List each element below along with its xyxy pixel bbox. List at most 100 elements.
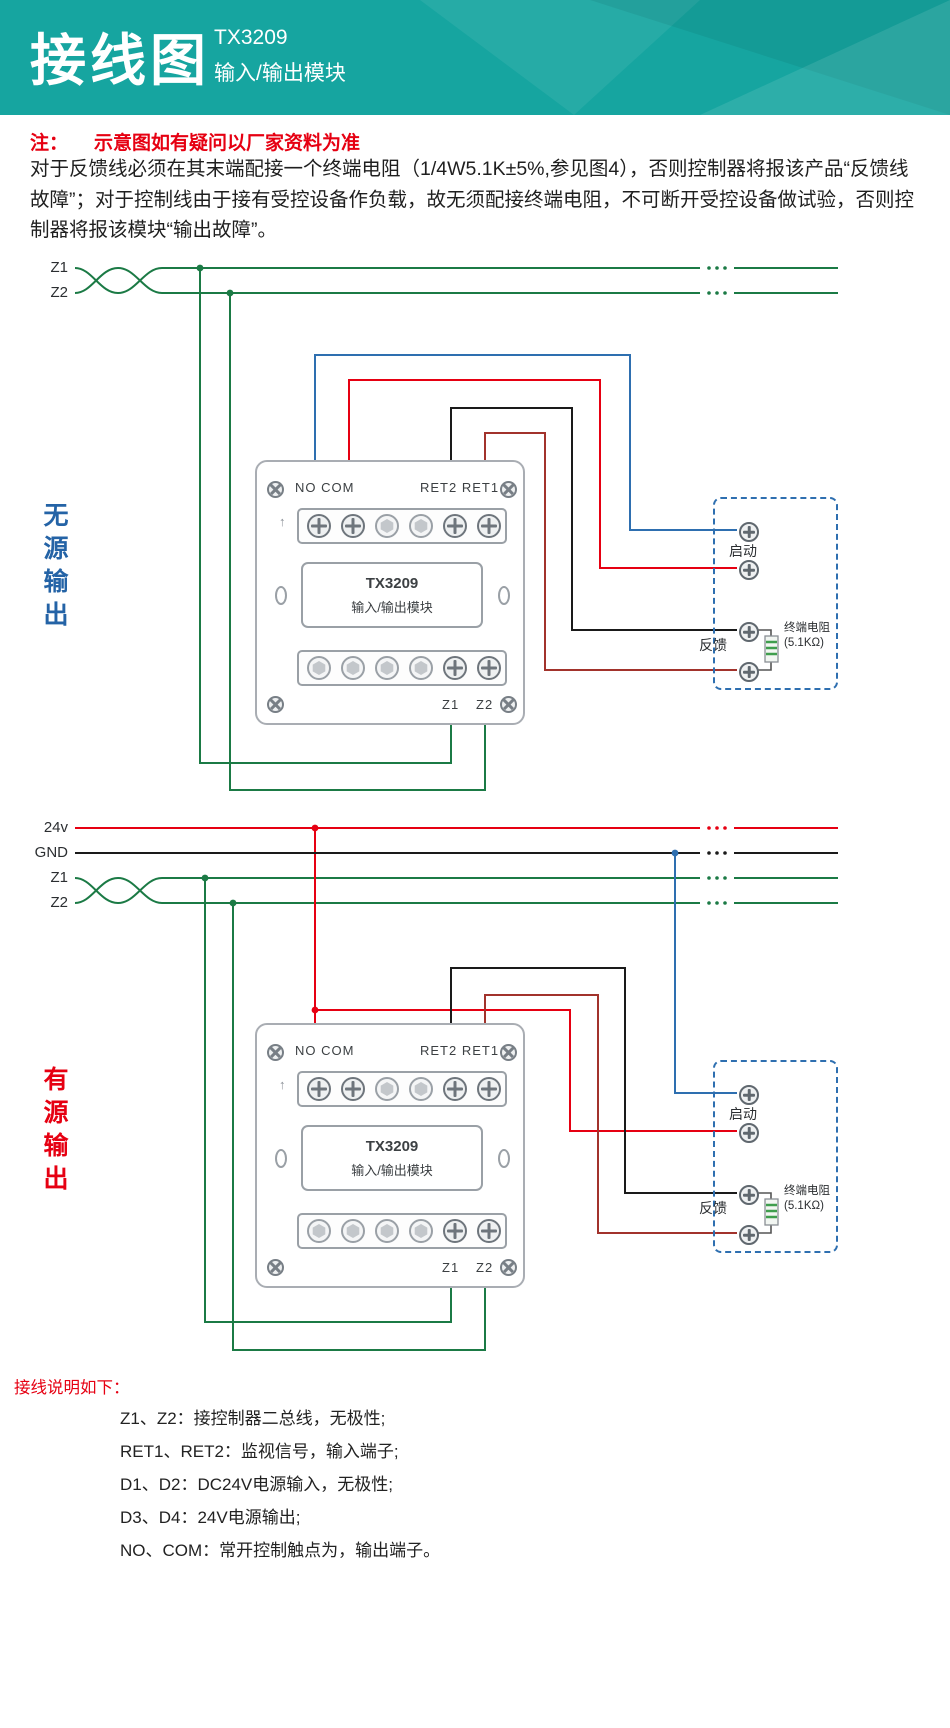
hex-terminal (375, 656, 399, 680)
bus-label-z1-s1: Z1 (50, 259, 68, 276)
terminal-z2 (477, 656, 501, 680)
corner-screw-icon (267, 696, 284, 713)
hex-terminal (307, 656, 331, 680)
wire-z1-to-module1 (199, 268, 452, 764)
label-ret2-ret1: RET2 RET1 (420, 480, 500, 495)
mounting-hole (498, 586, 510, 605)
wire-z2-to-module1 (229, 293, 486, 791)
corner-screw-icon (267, 481, 284, 498)
label-z1: Z1 (442, 1260, 460, 1275)
module-nameplate: TX3209 输入/输出模块 (301, 1125, 483, 1191)
controlled-device-box-2: 启动 反馈 终端电阻 (5.1KΩ) (699, 1060, 838, 1253)
terminal-com (341, 1077, 365, 1101)
module-name: 输入/输出模块 (351, 1162, 433, 1178)
terminal-strip-bottom (297, 1213, 507, 1249)
start-terminal (739, 1085, 759, 1105)
blue-wires (314, 354, 737, 1094)
controlled-device-box-1: 启动 反馈 终端电阻 (5.1KΩ) (699, 497, 838, 690)
label-no-com: NO COM (295, 480, 355, 495)
resistor-name-label: 终端电阻 (784, 622, 830, 634)
terminal-ret2 (443, 1077, 467, 1101)
label-z2: Z2 (476, 1260, 494, 1275)
start-terminal (739, 560, 759, 580)
corner-screw-icon (267, 1259, 284, 1276)
wire-black-module2-to-feedback (450, 967, 737, 1194)
feedback-terminal (739, 622, 759, 642)
terminal-strip-bottom (297, 650, 507, 686)
hex-terminal (375, 514, 399, 538)
terminal-strip-top (297, 1071, 507, 1107)
start-terminal (739, 1123, 759, 1143)
legend-item: D1、D2：DC24V电源输入，无极性; (120, 1475, 393, 1494)
hex-terminal (375, 1077, 399, 1101)
terminal-ret1 (477, 1077, 501, 1101)
resistor-value-label: (5.1KΩ) (784, 637, 824, 649)
legend-title: 接线说明如下： (14, 1379, 130, 1397)
bus-label-z2-s2: Z2 (50, 894, 68, 911)
module-model: TX3209 (365, 1137, 419, 1155)
start-terminal (739, 522, 759, 542)
mounting-hole (275, 1149, 287, 1168)
hex-terminal (341, 656, 365, 680)
corner-screw-icon (500, 1044, 517, 1061)
legend-list: Z1、Z2：接控制器二总线，无极性; RET1、RET2：监视信号，输入端子; … (120, 1402, 440, 1567)
green-bus-wires (74, 266, 838, 1351)
terminal-ret1 (477, 514, 501, 538)
intro-paragraph: 对于反馈线必须在其末端配接一个终端电阻（1/4W5.1K±5%,参见图4），否则… (30, 158, 914, 241)
page-title: 接线图 (30, 29, 210, 92)
hex-terminal (409, 1077, 433, 1101)
wire-z2-to-module2 (232, 903, 486, 1351)
wire-red-branch-to-start2 (315, 1009, 737, 1132)
bus-z1-section2 (74, 877, 838, 905)
terminal-resistor-2 (757, 1192, 779, 1234)
module-name: 输入/输出模块 (351, 599, 433, 615)
wire-darkred-module1-to-feedback (484, 432, 737, 671)
wire-z1-to-module2 (204, 878, 452, 1323)
terminal-ret2 (443, 514, 467, 538)
black-wires (75, 407, 838, 1194)
corner-screw-icon (500, 696, 517, 713)
terminal-resistor-1 (757, 629, 779, 671)
green-junction-dots (196, 264, 727, 907)
model-number: TX3209 (214, 26, 288, 49)
label-ret2-ret1: RET2 RET1 (420, 1043, 500, 1058)
legend-item: NO、COM：常开控制触点为，输出端子。 (120, 1541, 441, 1560)
corner-screw-icon (267, 1044, 284, 1061)
mounting-hole (498, 1149, 510, 1168)
section-label-passive-output: 无源输出 (40, 502, 68, 634)
note-text: 示意图如有疑问以厂家资料为准 (94, 133, 361, 154)
hex-terminal (307, 1219, 331, 1243)
bus-label-gnd: GND (34, 844, 68, 861)
resistor-name-label: 终端电阻 (784, 1185, 830, 1197)
feedback-terminal (739, 662, 759, 682)
start-label: 启动 (729, 543, 757, 559)
bus-label-24v: 24v (43, 819, 68, 836)
legend-item: RET1、RET2：监视信号，输入端子; (120, 1442, 399, 1461)
io-module-2: NO COM RET2 RET1 ↑ ↑ TX3209 输入/输出模块 Z1 Z… (255, 1023, 525, 1288)
note-prefix: 注： (30, 133, 69, 154)
hex-terminal (409, 1219, 433, 1243)
wire-gnd-to-start2 (674, 853, 737, 1094)
corner-screw-icon (500, 1259, 517, 1276)
label-z2: Z2 (476, 697, 494, 712)
terminal-strip-top (297, 508, 507, 544)
black-ellipsis-dots (707, 851, 727, 855)
note-line: 注： 示意图如有疑问以厂家资料为准 (30, 128, 360, 155)
bus-label-z2-s1: Z2 (50, 284, 68, 301)
terminal-no (307, 1077, 331, 1101)
start-label: 启动 (729, 1106, 757, 1122)
header-banner: 接线图 TX3209 输入/输出模块 (0, 0, 950, 115)
resistor-value-label: (5.1KΩ) (784, 1200, 824, 1212)
bus-z1-section1 (74, 267, 838, 295)
arrow-up-icon: ↑ (279, 514, 286, 529)
legend-item: D3、D4：24V电源输出; (120, 1508, 301, 1527)
hex-terminal (341, 1219, 365, 1243)
wire-blue-module1-to-start (314, 354, 737, 531)
red-junction-dots (311, 824, 727, 1014)
terminal-z2 (477, 1219, 501, 1243)
io-module-1: NO COM RET2 RET1 ↑ ↑ TX3209 输入/输出模块 Z1 Z… (255, 460, 525, 725)
legend-item: Z1、Z2：接控制器二总线，无极性; (120, 1409, 386, 1428)
dark-red-wires (484, 432, 737, 1234)
